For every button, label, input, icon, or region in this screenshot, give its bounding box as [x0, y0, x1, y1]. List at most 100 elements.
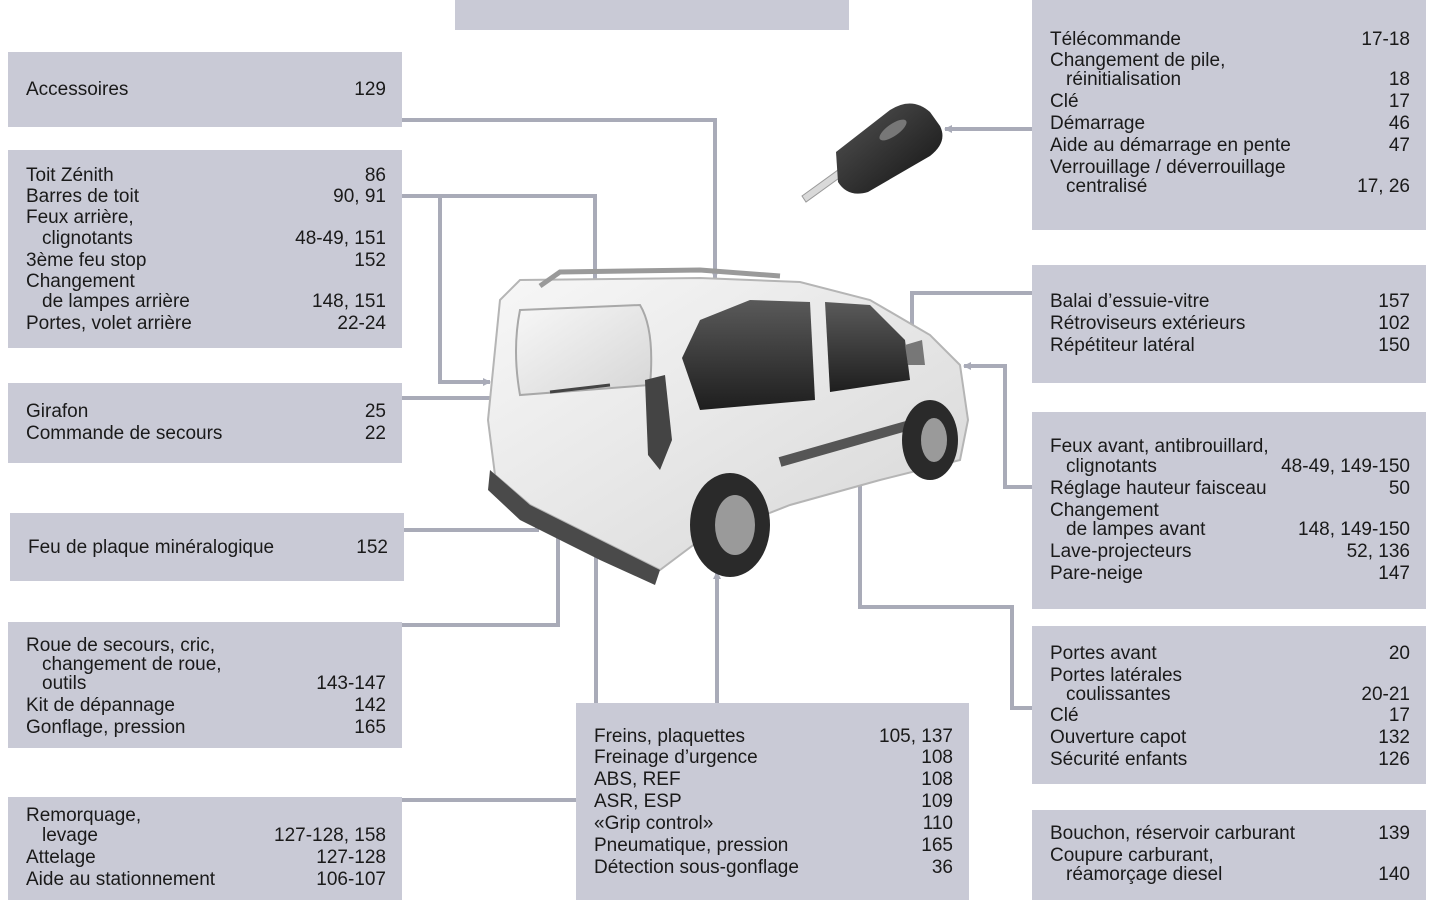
entry: Accessoires 129	[26, 79, 386, 101]
entry-label: Bouchon, réservoir carburant	[1050, 823, 1296, 844]
entry-label: Aide au stationnement	[26, 869, 216, 890]
entry-label: Gonflage, pression	[26, 717, 186, 738]
entry-page: 105, 137	[879, 726, 953, 747]
entry: Pare-neige 147	[1050, 564, 1410, 584]
entry-page: 25	[364, 401, 386, 422]
box-accessoires: Accessoires 129	[8, 52, 402, 127]
entry-label: Sécurité enfants	[1050, 749, 1188, 770]
entry-page: 147	[1378, 563, 1410, 584]
entry-label: Réglage hauteur faisceau	[1050, 478, 1267, 499]
entry: centralisé 17, 26	[1050, 177, 1410, 197]
entry: Changement	[1050, 501, 1410, 521]
entry-page: 157	[1378, 291, 1410, 312]
entry: Portes, volet arrière 22-24	[26, 314, 386, 334]
van-icon	[486, 267, 970, 585]
entry-page: 127-128	[316, 847, 386, 868]
entry-label: Freinage d’urgence	[594, 747, 758, 768]
entry-label: Portes, volet arrière	[26, 313, 192, 334]
entry-page: 148, 149-150	[1298, 519, 1410, 540]
entry-label: Clé	[1050, 91, 1079, 112]
entry-label: ABS, REF	[594, 769, 681, 790]
entry-page: 36	[931, 857, 953, 878]
entry: Roue de secours, cric,	[26, 636, 386, 656]
entry-page: 150	[1378, 335, 1410, 356]
entry-label: Roue de secours, cric,	[26, 635, 216, 656]
entry-label: Clé	[1050, 705, 1079, 726]
entry-page: 48-49, 151	[295, 228, 386, 249]
box-balai: Balai d’essuie-vitre 157 Rétroviseurs ext…	[1032, 265, 1426, 383]
leader-feux-avant	[963, 362, 1032, 489]
entry-label: Commande de secours	[26, 423, 223, 444]
entry-page: 48-49, 149-150	[1281, 456, 1410, 477]
entry-label: de lampes avant	[1066, 519, 1206, 540]
entry: 3ème feu stop 152	[26, 251, 386, 271]
entry-label: Attelage	[26, 847, 96, 868]
entry: Clé 17	[1050, 92, 1410, 112]
entry-page: 152	[356, 537, 388, 558]
entry-page: 148, 151	[312, 291, 386, 312]
entry-page: 22	[364, 423, 386, 444]
entry-page: 17-18	[1361, 29, 1410, 50]
entry: Verrouillage / déverrouillage	[1050, 158, 1410, 178]
entry-page: 17	[1388, 705, 1410, 726]
entry: Feux avant, antibrouillard,	[1050, 437, 1410, 457]
entry-label: Verrouillage / déverrouillage	[1050, 157, 1286, 178]
entry-label: levage	[42, 825, 98, 846]
entry: changement de roue,	[26, 655, 386, 675]
entry-page: 17	[1388, 91, 1410, 112]
entry-label: Changement	[1050, 500, 1159, 521]
entry-label: coulissantes	[1066, 684, 1171, 705]
entry: Clé 17	[1050, 706, 1410, 726]
entry-label: Feux avant, antibrouillard,	[1050, 436, 1269, 457]
entry-label: Rétroviseurs extérieurs	[1050, 313, 1246, 334]
entry-page: 129	[354, 79, 386, 100]
entry: Répétiteur latéral 150	[1050, 335, 1410, 357]
entry: Gonflage, pression 165	[26, 718, 386, 738]
leader-portes	[856, 389, 1032, 710]
box-roue: Roue de secours, cric, changement de rou…	[8, 622, 402, 748]
entry-label: Toit Zénith	[26, 165, 114, 186]
entry: Coupure carburant,	[1050, 846, 1410, 866]
entry-page: 17, 26	[1357, 176, 1410, 197]
entry-label: centralisé	[1066, 176, 1148, 197]
entry-label: Pare-neige	[1050, 563, 1143, 584]
entry-label: Portes avant	[1050, 643, 1157, 664]
entry-page: 22-24	[337, 313, 386, 334]
remote-key-icon	[801, 103, 943, 203]
entry-page: 152	[354, 250, 386, 271]
entry: clignotants 48-49, 149-150	[1050, 457, 1410, 477]
entry-page: 142	[354, 695, 386, 716]
entry-label: clignotants	[1066, 456, 1157, 477]
entry-page: 165	[354, 717, 386, 738]
entry: Changement	[26, 272, 386, 292]
entry-label: Accessoires	[26, 79, 129, 100]
entry-label: de lampes arrière	[42, 291, 190, 312]
entry-page: 143-147	[316, 673, 386, 694]
entry-label: Changement	[26, 271, 135, 292]
entry-label: 3ème feu stop	[26, 250, 147, 271]
entry: de lampes avant 148, 149-150	[1050, 520, 1410, 540]
entry-page: 90, 91	[333, 186, 386, 207]
leader-feux-arriere	[402, 194, 491, 386]
entry-label: Balai d’essuie-vitre	[1050, 291, 1210, 312]
entry: Feux arrière,	[26, 208, 386, 228]
entry-page: 46	[1388, 113, 1410, 134]
entry-label: Répétiteur latéral	[1050, 335, 1195, 356]
entry-label: réamorçage diesel	[1066, 864, 1223, 885]
